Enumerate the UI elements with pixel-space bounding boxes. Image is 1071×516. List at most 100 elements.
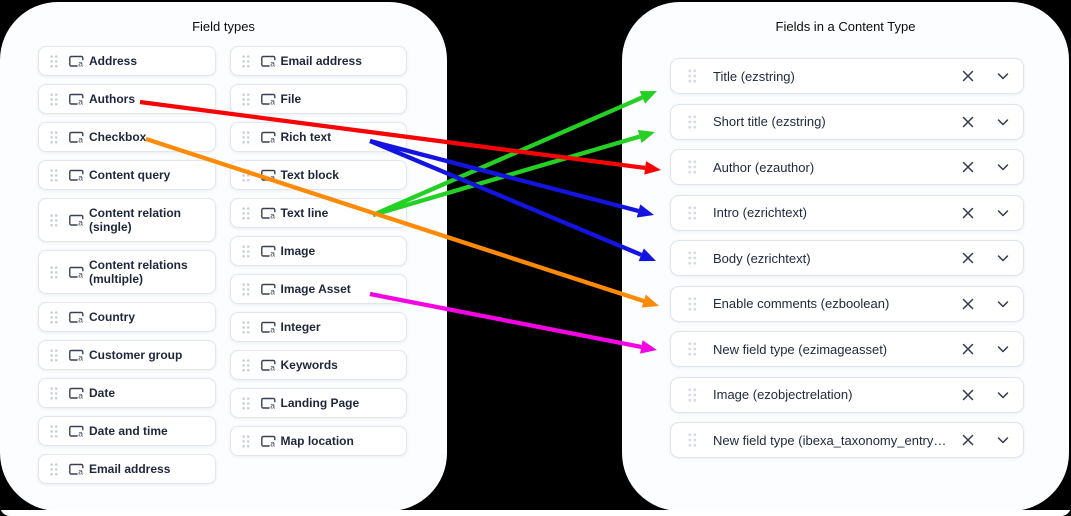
- field-type-item[interactable]: a Integer: [229, 312, 407, 342]
- field-type-item[interactable]: a Country: [38, 302, 216, 332]
- drag-handle-icon[interactable]: [50, 310, 58, 324]
- chevron-down-icon[interactable]: [995, 250, 1011, 266]
- field-type-item[interactable]: a Date: [38, 378, 216, 408]
- drag-handle-icon[interactable]: [688, 251, 697, 265]
- drag-handle-icon[interactable]: [688, 205, 697, 220]
- svg-text:a: a: [78, 269, 83, 278]
- drag-handle-icon[interactable]: [50, 424, 58, 438]
- drag-handle-icon[interactable]: [688, 296, 697, 311]
- field-type-item[interactable]: a Email address: [229, 46, 407, 76]
- input-field-icon: a: [69, 55, 84, 68]
- drag-handle-icon[interactable]: [50, 54, 58, 68]
- field-type-item[interactable]: a Content relations (multiple): [38, 250, 216, 294]
- drag-handle-icon[interactable]: [241, 54, 250, 68]
- field-types-panel: Field types: [0, 2, 447, 511]
- drag-handle-icon[interactable]: [50, 130, 58, 144]
- chevron-down-icon[interactable]: [995, 159, 1011, 175]
- field-type-item[interactable]: a Keywords: [229, 350, 407, 380]
- remove-field-icon[interactable]: [960, 68, 976, 84]
- input-field-icon: a: [69, 425, 84, 438]
- remove-field-icon[interactable]: [960, 341, 976, 357]
- field-types-column-2: a Email address: [229, 46, 407, 484]
- content-type-field-row[interactable]: Author (ezauthor): [670, 149, 1024, 185]
- drag-handle-icon[interactable]: [241, 358, 250, 372]
- chevron-down-icon[interactable]: [995, 432, 1011, 448]
- drag-handle-icon[interactable]: [241, 92, 250, 106]
- input-field-icon: a: [69, 93, 84, 106]
- chevron-down-icon[interactable]: [995, 68, 1011, 84]
- field-label: Intro (ezrichtext): [713, 205, 807, 220]
- drag-handle-icon[interactable]: [241, 434, 250, 448]
- remove-field-icon[interactable]: [960, 432, 976, 448]
- content-type-field-row[interactable]: Short title (ezstring): [670, 103, 1024, 140]
- field-type-item[interactable]: a Authors: [38, 84, 216, 114]
- drag-handle-icon[interactable]: [241, 130, 250, 144]
- field-type-item[interactable]: a Image Asset: [229, 274, 407, 304]
- field-type-item[interactable]: a Image: [229, 236, 407, 266]
- svg-text:a: a: [270, 362, 275, 371]
- remove-field-icon[interactable]: [960, 159, 976, 175]
- drag-handle-icon[interactable]: [688, 69, 697, 83]
- field-type-item[interactable]: a Rich text: [229, 122, 407, 152]
- content-type-field-row[interactable]: Title (ezstring): [670, 58, 1024, 94]
- drag-handle-icon[interactable]: [50, 213, 58, 227]
- field-type-item[interactable]: a Text line: [229, 198, 407, 228]
- field-type-item[interactable]: a Customer group: [38, 340, 216, 370]
- drag-handle-icon[interactable]: [50, 462, 58, 476]
- field-type-item[interactable]: a Landing Page: [229, 388, 407, 418]
- input-field-icon: a: [69, 311, 84, 324]
- content-type-field-row[interactable]: New field type (ibexa_taxonomy_entry_ass…: [670, 422, 1024, 458]
- drag-handle-icon[interactable]: [688, 114, 697, 129]
- field-type-item[interactable]: a Email address: [38, 454, 216, 484]
- remove-field-icon[interactable]: [960, 387, 976, 403]
- drag-handle-icon[interactable]: [688, 342, 697, 356]
- remove-field-icon[interactable]: [960, 114, 976, 130]
- chevron-down-icon[interactable]: [995, 387, 1011, 403]
- chevron-down-icon[interactable]: [995, 205, 1011, 221]
- remove-field-icon[interactable]: [960, 250, 976, 266]
- chevron-down-icon[interactable]: [995, 114, 1011, 130]
- input-field-icon: a: [260, 359, 276, 372]
- drag-handle-icon[interactable]: [50, 386, 58, 400]
- field-type-item[interactable]: a Text block: [229, 160, 407, 190]
- field-type-label: Checkbox: [89, 130, 147, 144]
- svg-text:a: a: [78, 314, 83, 323]
- content-type-field-row[interactable]: Enable comments (ezboolean): [670, 285, 1024, 322]
- input-field-icon: a: [69, 387, 84, 400]
- drag-handle-icon[interactable]: [688, 433, 697, 447]
- drag-handle-icon[interactable]: [241, 168, 250, 182]
- content-type-field-row[interactable]: Image (ezobjectrelation): [670, 376, 1024, 413]
- drag-handle-icon[interactable]: [688, 160, 697, 174]
- drag-handle-icon[interactable]: [50, 168, 58, 182]
- content-type-field-list: Title (ezstring): [622, 58, 1069, 458]
- chevron-down-icon[interactable]: [995, 341, 1011, 357]
- drag-handle-icon[interactable]: [50, 348, 58, 362]
- drag-handle-icon[interactable]: [241, 320, 250, 334]
- field-type-item[interactable]: a Map location: [229, 426, 407, 456]
- field-type-item[interactable]: a File: [229, 84, 407, 114]
- drag-handle-icon[interactable]: [241, 206, 250, 220]
- drag-handle-icon[interactable]: [50, 92, 58, 106]
- chevron-down-icon[interactable]: [995, 296, 1011, 312]
- field-label: Short title (ezstring): [713, 114, 826, 129]
- content-type-field-row[interactable]: Body (ezrichtext): [670, 240, 1024, 276]
- content-type-field-row[interactable]: Intro (ezrichtext): [670, 194, 1024, 231]
- field-type-item[interactable]: a Date and time: [38, 416, 216, 446]
- drag-handle-icon[interactable]: [241, 244, 250, 258]
- svg-text:a: a: [270, 286, 275, 295]
- svg-text:a: a: [270, 210, 275, 219]
- content-type-field-row[interactable]: New field type (ezimageasset): [670, 331, 1024, 367]
- remove-field-icon[interactable]: [960, 296, 976, 312]
- field-type-item[interactable]: a Content relation (single): [38, 198, 216, 242]
- drag-handle-icon[interactable]: [241, 282, 250, 296]
- field-type-item[interactable]: a Address: [38, 46, 216, 76]
- field-type-item[interactable]: a Content query: [38, 160, 216, 190]
- drag-handle-icon[interactable]: [241, 396, 250, 410]
- drag-handle-icon[interactable]: [688, 387, 697, 402]
- input-field-icon: a: [69, 349, 84, 362]
- input-field-icon: a: [69, 169, 84, 182]
- remove-field-icon[interactable]: [960, 205, 976, 221]
- field-type-item[interactable]: a Checkbox: [38, 122, 216, 152]
- drag-handle-icon[interactable]: [50, 265, 58, 279]
